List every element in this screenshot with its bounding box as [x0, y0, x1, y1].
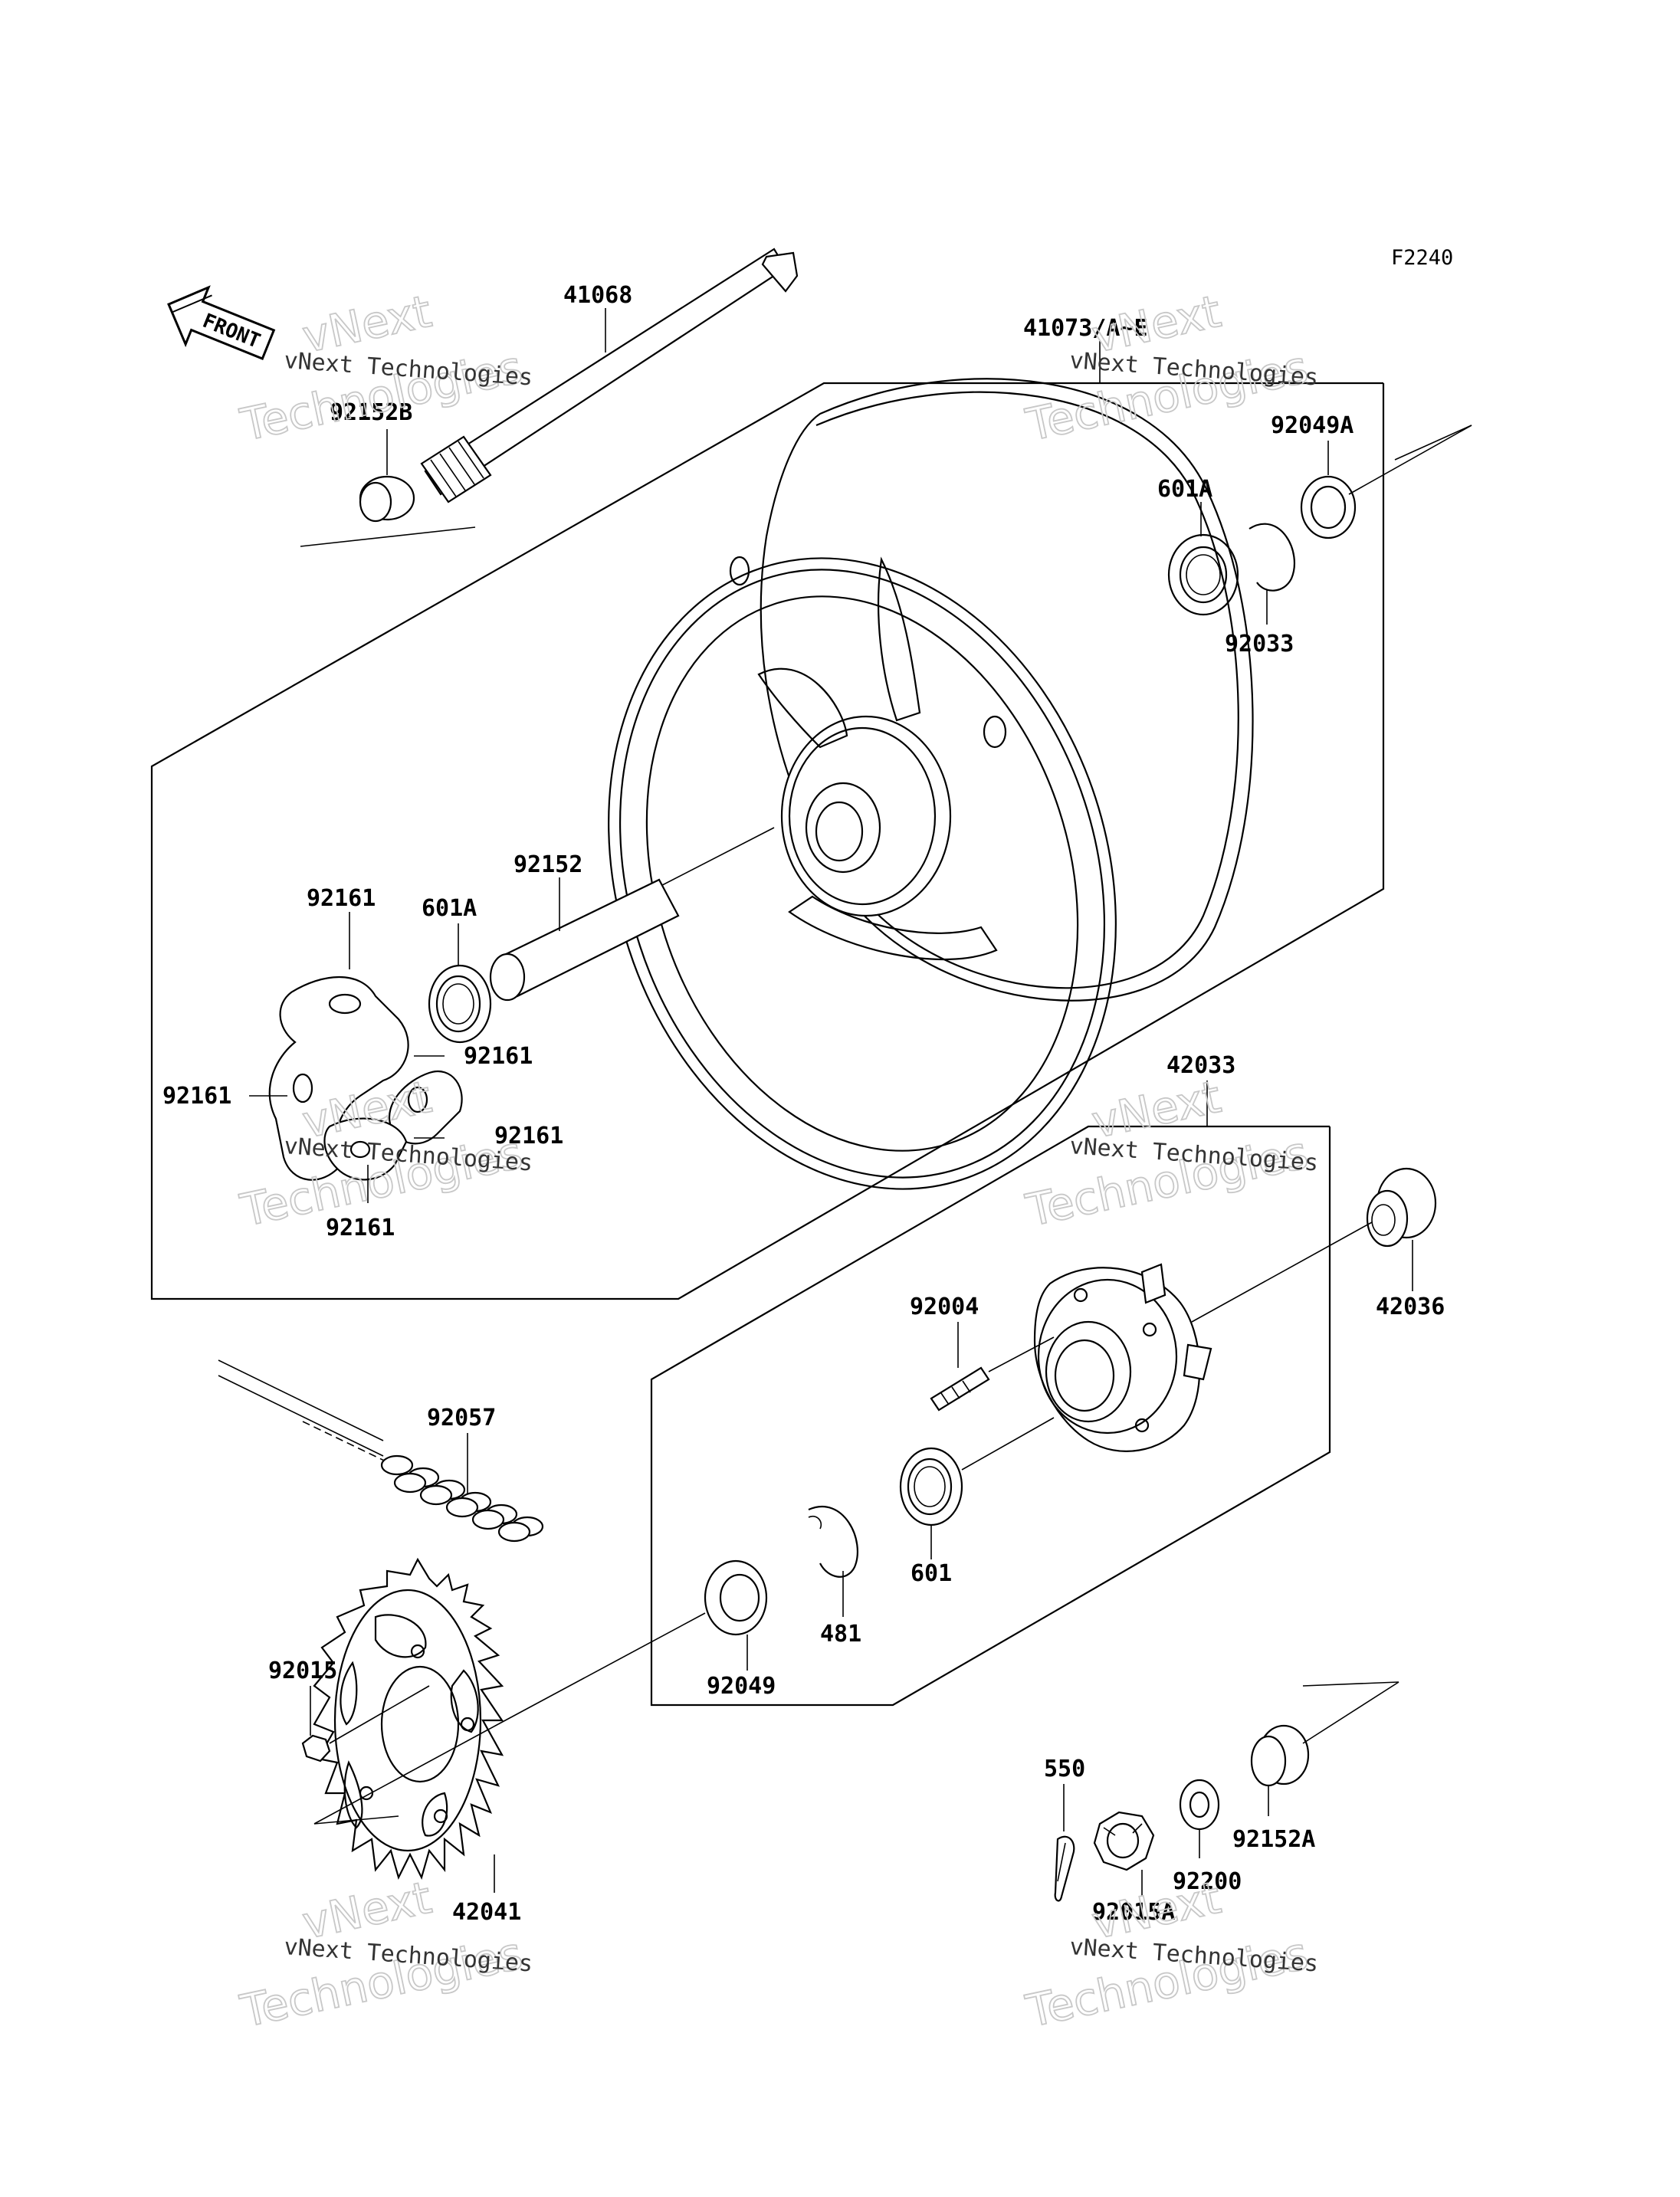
damper-rubbers [249, 976, 463, 1181]
watermark-top-left: vNext Technologies vNext Technologies [235, 284, 533, 452]
rear-wheel [608, 378, 1254, 1190]
label-92161-top: 92161 [307, 885, 376, 912]
sprocket-nut [301, 1685, 430, 1763]
label-92015: 92015 [268, 1658, 337, 1684]
label-42036: 42036 [1376, 1294, 1445, 1320]
stud-92004 [930, 1336, 1055, 1412]
collar-42036 [1191, 1167, 1437, 1323]
label-92057: 92057 [427, 1405, 496, 1431]
watermark-bottom-left: vNext Technologies vNext Technologies [235, 1871, 533, 2038]
label-41068: 41068 [563, 282, 632, 309]
label-92152: 92152 [514, 851, 582, 878]
label-92049a: 92049A [1271, 412, 1354, 439]
label-92152b: 92152B [330, 399, 412, 426]
label-92049: 92049 [707, 1673, 776, 1700]
watermark-mid-right: vNext Technologies vNext Technologies [1021, 1070, 1319, 1238]
leader-lines [310, 308, 1413, 1897]
rear-sprocket [313, 1557, 706, 1881]
wheel-assembly-frame [150, 382, 1385, 1300]
washer-92200 [1179, 1779, 1220, 1831]
label-601a-top: 601A [1157, 476, 1212, 503]
label-92004: 92004 [910, 1294, 979, 1320]
watermark-bottom-right: vNext Technologies vNext Technologies [1021, 1871, 1319, 2038]
bearing-601 [899, 1417, 1055, 1526]
collar-92152a [1250, 1681, 1399, 1787]
drive-chain [218, 1359, 544, 1543]
label-92152a: 92152A [1232, 1826, 1315, 1853]
label-601a-mid: 601A [422, 895, 477, 922]
axis-line-top [1348, 425, 1472, 495]
hub-assembly-frame [650, 1125, 1331, 1707]
collar-92152b [300, 475, 476, 547]
bearing-601a-mid [428, 964, 492, 1044]
rear-axle [420, 248, 799, 503]
label-92015a: 92015A [1092, 1899, 1175, 1926]
label-92161-bottom: 92161 [326, 1215, 395, 1241]
label-550: 550 [1044, 1756, 1085, 1782]
label-41073: 41073/A~E [1023, 315, 1148, 342]
circlip-92033 [1249, 523, 1295, 592]
seal-92049 [704, 1559, 768, 1636]
cotter-pin [1054, 1835, 1075, 1902]
sprocket-coupling [1033, 1263, 1212, 1452]
seal-92049a [1300, 475, 1357, 539]
label-42033: 42033 [1166, 1052, 1235, 1079]
figure-code: F2240 [1391, 246, 1453, 270]
circlip-481 [808, 1505, 858, 1578]
bearing-601a-top [1167, 533, 1239, 616]
label-481: 481 [820, 1621, 861, 1648]
label-92200: 92200 [1173, 1868, 1242, 1895]
collar-92152 [489, 878, 680, 1002]
label-42041: 42041 [452, 1899, 521, 1926]
label-92161-left: 92161 [162, 1083, 231, 1110]
label-601: 601 [911, 1560, 952, 1587]
castle-nut [1093, 1811, 1155, 1871]
label-92033: 92033 [1225, 631, 1294, 657]
label-92161-right: 92161 [464, 1043, 533, 1070]
label-92161-lower: 92161 [494, 1123, 563, 1149]
front-arrow-sign: FRONT [167, 285, 276, 361]
